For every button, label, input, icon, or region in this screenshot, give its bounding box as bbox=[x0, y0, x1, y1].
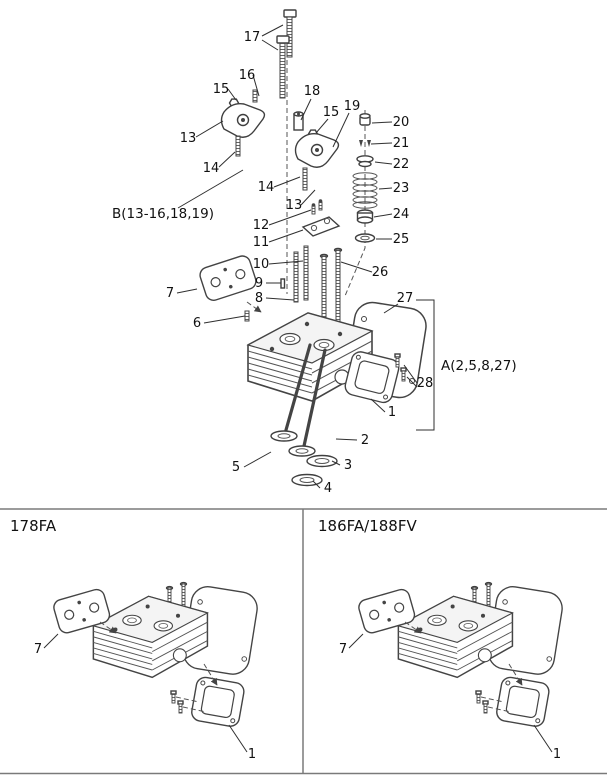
callout-4: 4 bbox=[324, 481, 332, 496]
callout-6: 6 bbox=[193, 316, 201, 331]
callout-12: 12 bbox=[253, 218, 270, 233]
callout-11: 11 bbox=[253, 235, 270, 250]
flange-bolts-17 bbox=[276, 9, 297, 99]
callout-23: 23 bbox=[393, 181, 410, 196]
callout-3: 3 bbox=[344, 458, 352, 473]
callout-16: 16 bbox=[239, 68, 256, 83]
section-dividers bbox=[0, 508, 607, 775]
callout-26: 26 bbox=[372, 265, 389, 280]
callout-14-left: 14 bbox=[203, 161, 220, 176]
side-gasket-7 bbox=[197, 253, 259, 304]
callout-8: 8 bbox=[255, 291, 263, 306]
panel-186fa-callout-7: 7 bbox=[339, 642, 347, 657]
panel-178fa-port-gasket bbox=[189, 675, 246, 729]
small-stud-6 bbox=[244, 310, 250, 322]
panel-178fa-assembly-lines bbox=[99, 621, 218, 713]
callout-18: 18 bbox=[304, 84, 321, 99]
callout-5: 5 bbox=[232, 460, 240, 475]
rocker-support-parts bbox=[280, 199, 341, 303]
panel-178fa-callout-1: 1 bbox=[248, 747, 256, 762]
callout-13-right: 13 bbox=[286, 198, 303, 213]
callout-7: 7 bbox=[166, 286, 174, 301]
callout-25: 25 bbox=[393, 232, 410, 247]
panel-178fa-leaders bbox=[43, 633, 248, 753]
panel-178fa: 178FA 7 1 bbox=[10, 517, 261, 762]
callout-1: 1 bbox=[388, 405, 396, 420]
panel-178fa-callout-7: 7 bbox=[34, 642, 42, 657]
callout-15-left: 15 bbox=[213, 82, 230, 97]
panel-186fa-188fv: 186FA/188FV 7 1 bbox=[318, 517, 566, 762]
valve-spring-coil bbox=[352, 172, 378, 209]
callout-20: 20 bbox=[393, 115, 410, 130]
main-exploded-view: 17 16 15 13 14 18 15 19 14 13 20 21 22 2… bbox=[112, 9, 517, 496]
callout-17: 17 bbox=[244, 30, 261, 45]
callout-27: 27 bbox=[397, 291, 414, 306]
panel-178fa-title: 178FA bbox=[10, 517, 57, 535]
valves-and-discs bbox=[270, 343, 338, 487]
panel-186fa-port-gasket bbox=[494, 675, 551, 729]
panel-186fa-assembly-lines bbox=[404, 621, 523, 713]
rocker-arm-right bbox=[293, 111, 340, 191]
callout-22: 22 bbox=[393, 157, 410, 172]
panel-186fa-callout-1: 1 bbox=[553, 747, 561, 762]
leader-lines bbox=[176, 24, 435, 489]
panel-186fa-gasket-bolts bbox=[475, 690, 489, 714]
callout-21: 21 bbox=[393, 136, 410, 151]
callout-14-right: 14 bbox=[258, 180, 275, 195]
panel-186fa-title: 186FA/188FV bbox=[318, 517, 417, 535]
panel-178fa-gasket-bolts bbox=[170, 690, 184, 714]
callout-13-left: 13 bbox=[180, 131, 197, 146]
callout-9: 9 bbox=[255, 276, 263, 291]
rocker-arm-left bbox=[220, 89, 266, 157]
panel-178fa-cylinder-head bbox=[92, 583, 261, 679]
callout-24: 24 bbox=[393, 207, 410, 222]
callout-15-right: 15 bbox=[323, 105, 340, 120]
panel-186fa-leaders bbox=[348, 633, 553, 753]
callout-10: 10 bbox=[253, 257, 270, 272]
callout-numbers: 17 16 15 13 14 18 15 19 14 13 20 21 22 2… bbox=[112, 30, 517, 496]
valve-spring-stack bbox=[352, 113, 378, 243]
callout-28: 28 bbox=[417, 376, 434, 391]
callout-19: 19 bbox=[344, 99, 361, 114]
panel-186fa-cylinder-head bbox=[397, 583, 566, 679]
assembly-axis-lines bbox=[246, 20, 366, 313]
group-label-b: B(13-16,18,19) bbox=[112, 206, 214, 222]
callout-2: 2 bbox=[361, 433, 369, 448]
gasket-bolts-28 bbox=[394, 353, 407, 382]
group-label-a: A(2,5,8,27) bbox=[441, 358, 517, 374]
